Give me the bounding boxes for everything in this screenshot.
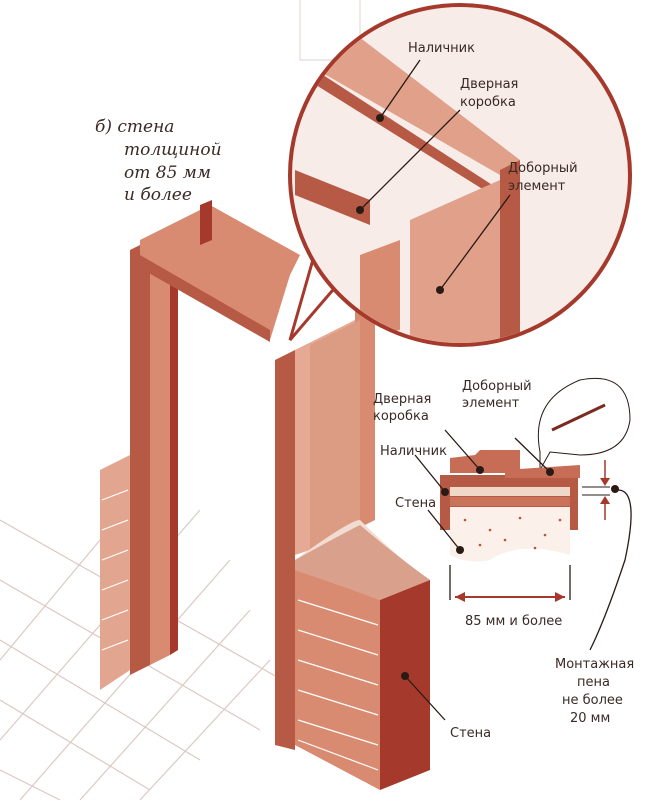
svg-text:б) стена: б) стена xyxy=(95,117,174,137)
zoom-label-casing: Наличник xyxy=(408,41,475,56)
zoom-label-extension-2: элемент xyxy=(508,179,566,194)
zoom-label-extension-1: Доборный xyxy=(508,161,578,176)
foam-label-1: Монтажная xyxy=(555,657,634,672)
zoom-label-door-frame-1: Дверная xyxy=(460,77,518,92)
wall-label: Стена xyxy=(450,726,491,741)
screw-icon xyxy=(551,403,606,432)
zoom-callout xyxy=(288,3,632,347)
foam-label-3: не более xyxy=(562,693,623,708)
svg-text:от 85 мм: от 85 мм xyxy=(124,163,211,183)
zoom-label-door-frame-2: коробка xyxy=(460,95,516,110)
section-detail xyxy=(401,377,632,721)
section-label-casing: Наличник xyxy=(380,444,447,459)
foam-label-2: пена xyxy=(577,675,610,690)
caption: б) стена толщиной от 85 мм и более xyxy=(95,117,222,205)
section-label-wall: Стена xyxy=(395,496,436,511)
dimension-label: 85 мм и более xyxy=(465,614,562,629)
section-label-extension-1: Доборный xyxy=(462,379,532,394)
section-label-door-frame-2: коробка xyxy=(373,409,429,424)
section-label-door-frame-1: Дверная xyxy=(373,392,431,407)
zoom-leader-lines xyxy=(356,59,511,294)
right-door-jamb xyxy=(275,262,375,750)
foam-label-4: 20 мм xyxy=(570,711,610,726)
door-header xyxy=(140,200,300,342)
svg-text:и более: и более xyxy=(124,185,192,205)
svg-text:толщиной: толщиной xyxy=(124,140,222,160)
right-wall-block xyxy=(295,520,430,790)
left-door-jamb xyxy=(130,240,178,675)
section-label-extension-2: элемент xyxy=(462,396,520,411)
left-wall-block xyxy=(100,455,130,690)
